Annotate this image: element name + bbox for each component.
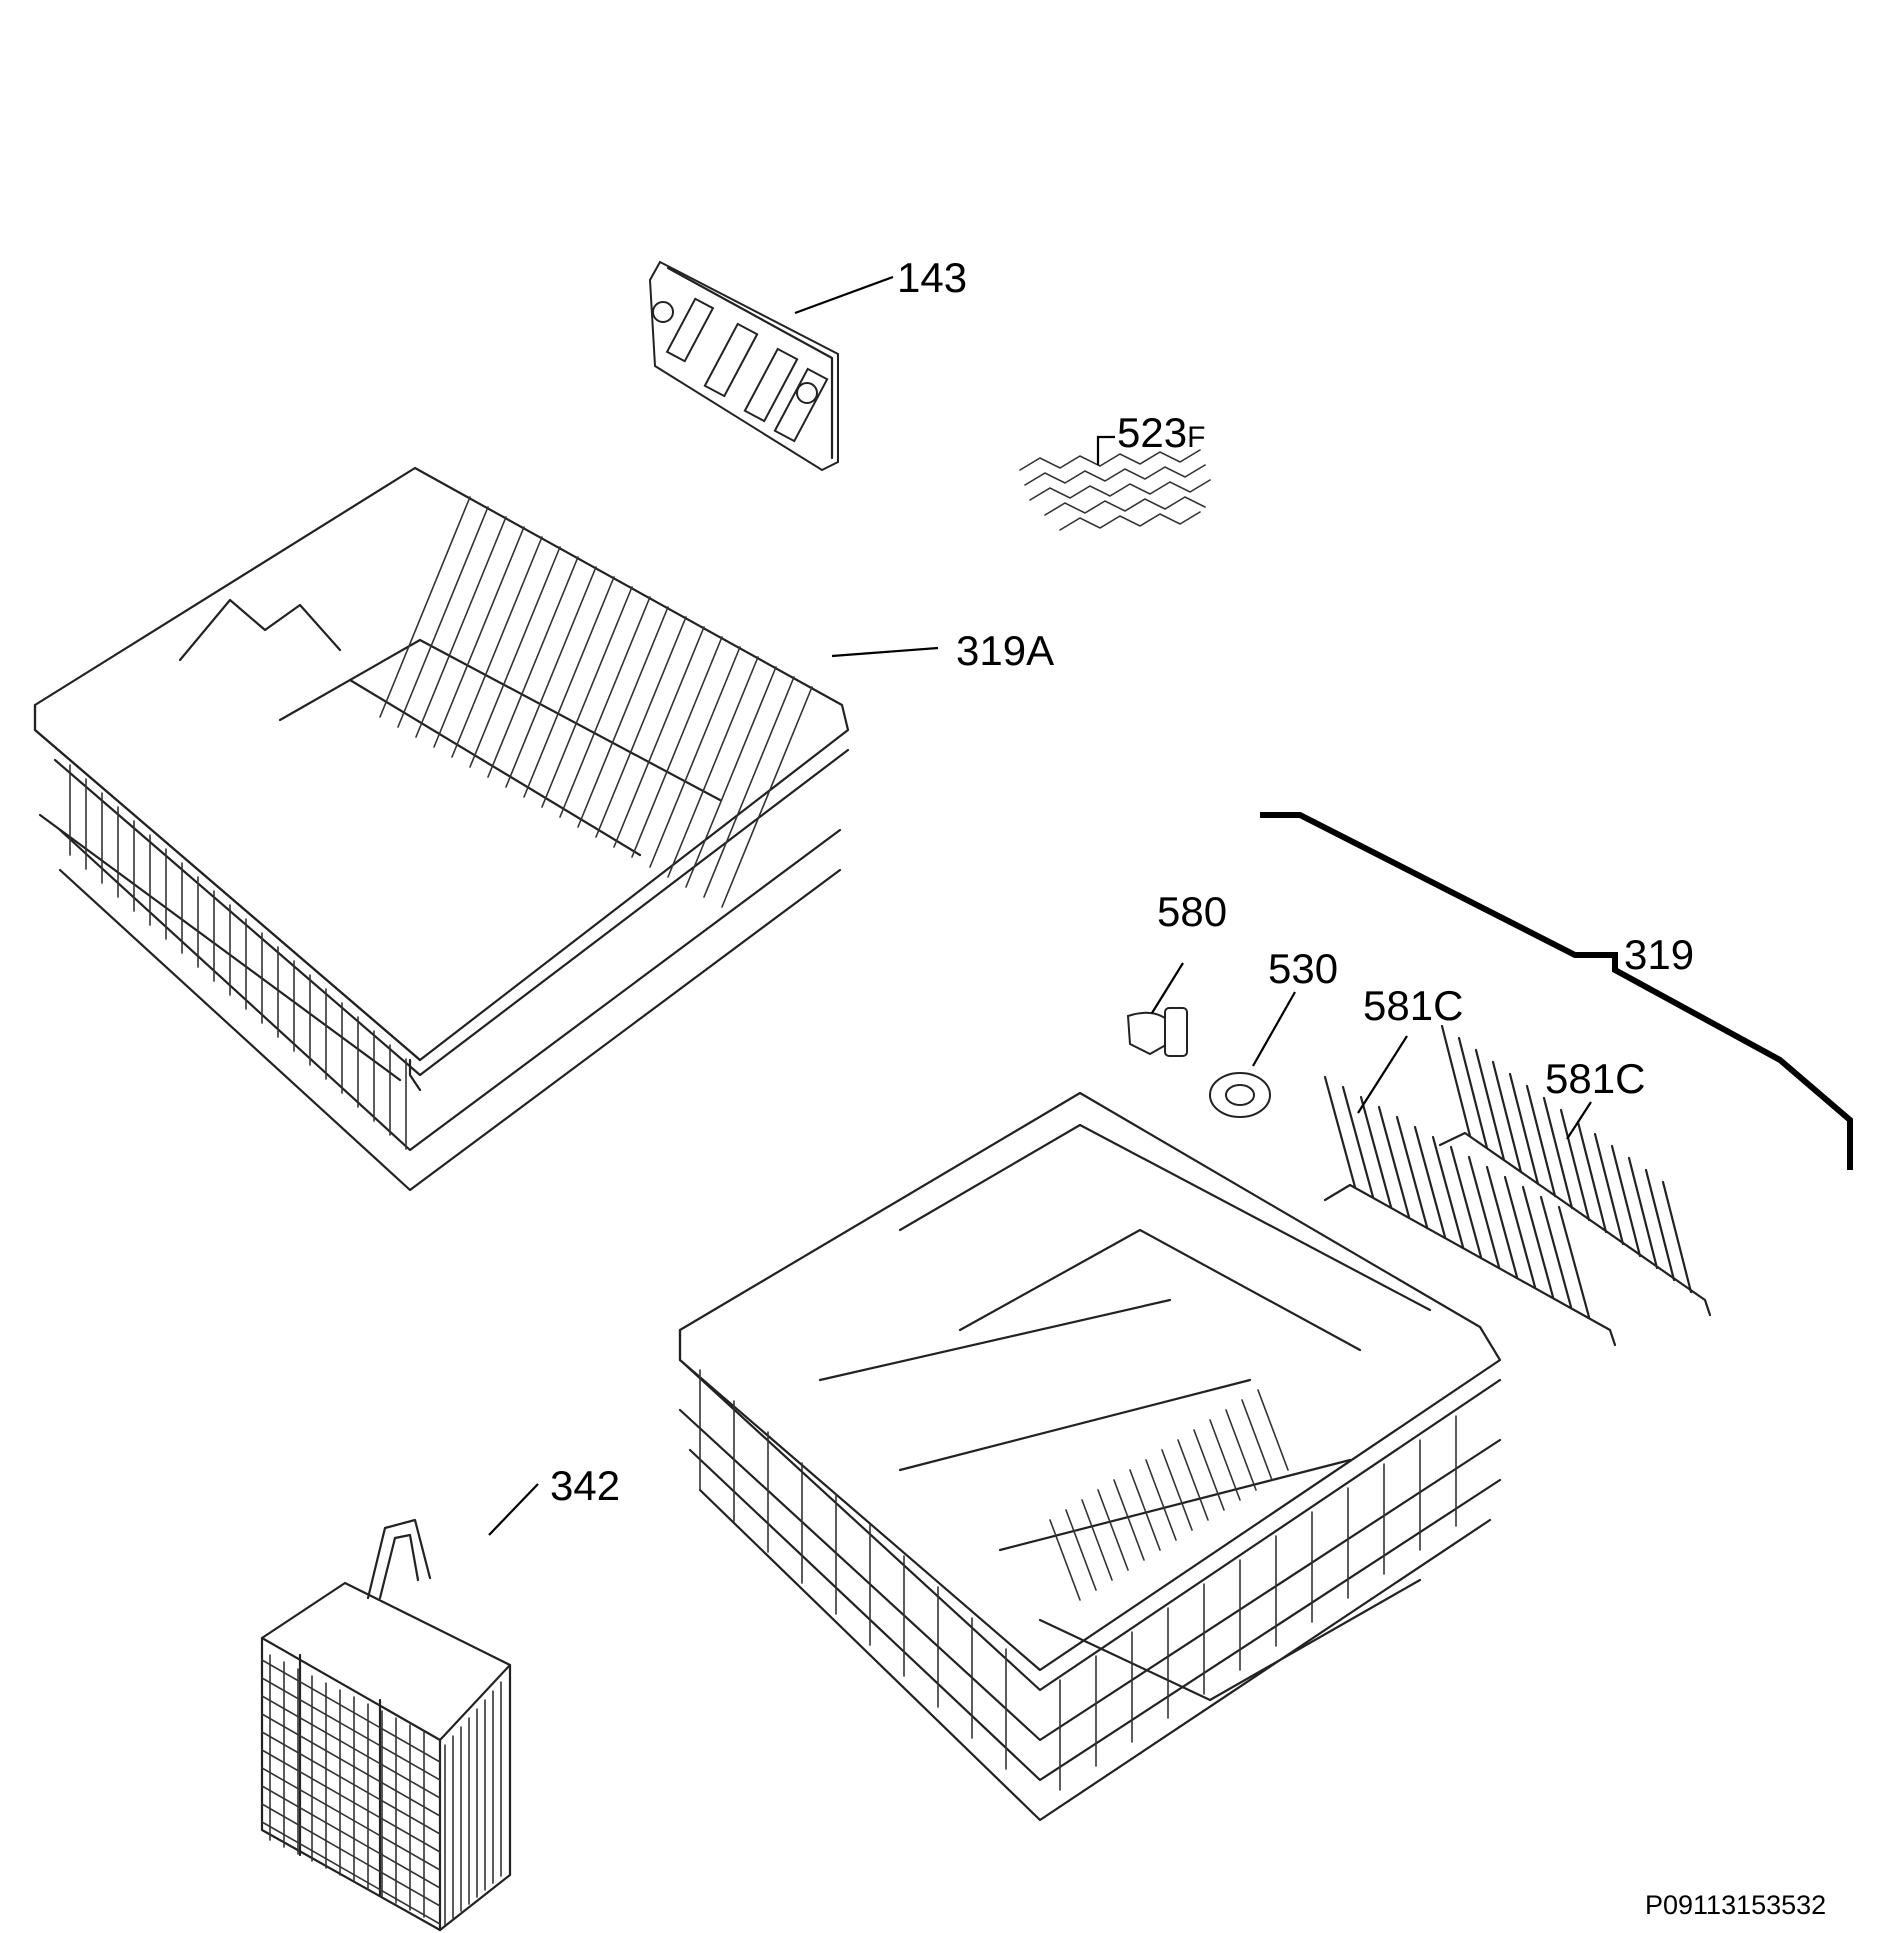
part-581C-tine-row-a	[1323, 1035, 1617, 1347]
upper-tine	[595, 616, 687, 838]
callout-530: 530	[1268, 945, 1339, 992]
upper-tine	[469, 546, 561, 768]
upper-tine	[541, 586, 633, 808]
upper-tine	[397, 506, 489, 728]
mesh-wire	[261, 1677, 441, 1781]
tine	[1644, 1168, 1676, 1282]
mesh-wire	[261, 1731, 441, 1835]
tine	[1503, 1175, 1537, 1289]
callout-143: 143	[897, 254, 968, 301]
tine	[1341, 1085, 1375, 1199]
callout-580: 580	[1157, 888, 1228, 935]
lower-tine	[1113, 1479, 1145, 1561]
upper-tine	[379, 496, 471, 718]
tine	[1593, 1132, 1625, 1246]
tine	[1542, 1096, 1574, 1210]
upper-tine	[667, 656, 759, 878]
lower-tine	[1209, 1419, 1241, 1501]
tine	[1491, 1060, 1523, 1174]
lower-tine	[1161, 1449, 1193, 1531]
tine	[1525, 1084, 1557, 1198]
callout-581C-a: 581C	[1363, 982, 1464, 1029]
upper-tine	[523, 576, 615, 798]
tine	[1661, 1180, 1693, 1294]
tine-row-b-tines	[1440, 1024, 1693, 1294]
tine	[1467, 1155, 1501, 1269]
mesh-wire	[261, 1803, 441, 1907]
tine	[1474, 1048, 1506, 1162]
part-580-wheel-holder	[1126, 962, 1188, 1057]
upper-tine	[703, 676, 795, 898]
part-319-lower-basket	[678, 812, 1853, 1822]
callout-319: 319	[1624, 931, 1695, 978]
lower-tine	[1065, 1509, 1097, 1591]
upper-tine	[721, 686, 813, 908]
lower-tine	[1241, 1399, 1273, 1481]
mesh-wire	[261, 1659, 441, 1763]
lower-basket-uprights	[699, 1369, 1457, 1791]
mesh-wire	[261, 1713, 441, 1817]
callout-581C-b: 581C	[1545, 1055, 1646, 1102]
callout-523F: 523F	[1117, 409, 1206, 456]
upper-tine	[433, 526, 525, 748]
tine	[1557, 1205, 1591, 1319]
upper-basket-tines	[69, 496, 813, 1150]
upper-tine	[577, 606, 669, 828]
lower-tine	[1129, 1469, 1161, 1551]
lower-tine	[1177, 1439, 1209, 1521]
upper-tine	[505, 566, 597, 788]
tine	[1377, 1105, 1411, 1219]
part-581C-tine-row-b	[1438, 1024, 1712, 1317]
callout-342: 342	[550, 1462, 621, 1509]
upper-tine	[559, 596, 651, 818]
lower-tine	[1049, 1519, 1081, 1601]
tine	[1440, 1024, 1472, 1138]
tine-row-a-tines	[1323, 1075, 1591, 1319]
tine	[1431, 1135, 1465, 1249]
lower-tine	[1145, 1459, 1177, 1541]
tine	[1576, 1120, 1608, 1234]
tine	[1323, 1075, 1357, 1189]
tine	[1359, 1095, 1393, 1209]
tine	[1457, 1036, 1489, 1150]
part-523F-clips	[1019, 435, 1211, 531]
tine	[1627, 1156, 1659, 1270]
drawing-code: P09113153532	[1645, 1890, 1827, 1920]
mesh-wire	[261, 1695, 441, 1799]
upper-tine	[631, 636, 723, 858]
lower-tine	[1097, 1489, 1129, 1571]
tine	[1395, 1115, 1429, 1229]
part-342-cutlery-basket	[260, 1483, 539, 1932]
upper-tine	[415, 516, 507, 738]
mesh-wire	[261, 1821, 441, 1925]
tine	[1539, 1195, 1573, 1309]
upper-tine	[685, 666, 777, 888]
callout-319A: 319A	[956, 627, 1055, 674]
lower-tine	[1081, 1499, 1113, 1581]
mesh-wire	[261, 1785, 441, 1889]
tine	[1485, 1165, 1519, 1279]
part-319A-upper-basket	[33, 466, 939, 1192]
mesh-wire	[261, 1749, 441, 1853]
cutlery-basket-mesh	[261, 1654, 502, 1926]
tine	[1508, 1072, 1540, 1186]
tine	[1610, 1144, 1642, 1258]
upper-tine	[451, 536, 543, 758]
lower-tine	[1193, 1429, 1225, 1511]
tine	[1413, 1125, 1447, 1239]
part-530-wheel	[1209, 991, 1296, 1118]
lower-tine	[1257, 1389, 1289, 1471]
upper-tine	[613, 626, 705, 848]
upper-tine	[649, 646, 741, 868]
lower-tine	[1225, 1409, 1257, 1491]
tine	[1449, 1145, 1483, 1259]
tine	[1559, 1108, 1591, 1222]
part-143-rail-adjuster	[648, 260, 894, 472]
mesh-wire	[261, 1767, 441, 1871]
tine	[1521, 1185, 1555, 1299]
upper-tine	[487, 556, 579, 778]
